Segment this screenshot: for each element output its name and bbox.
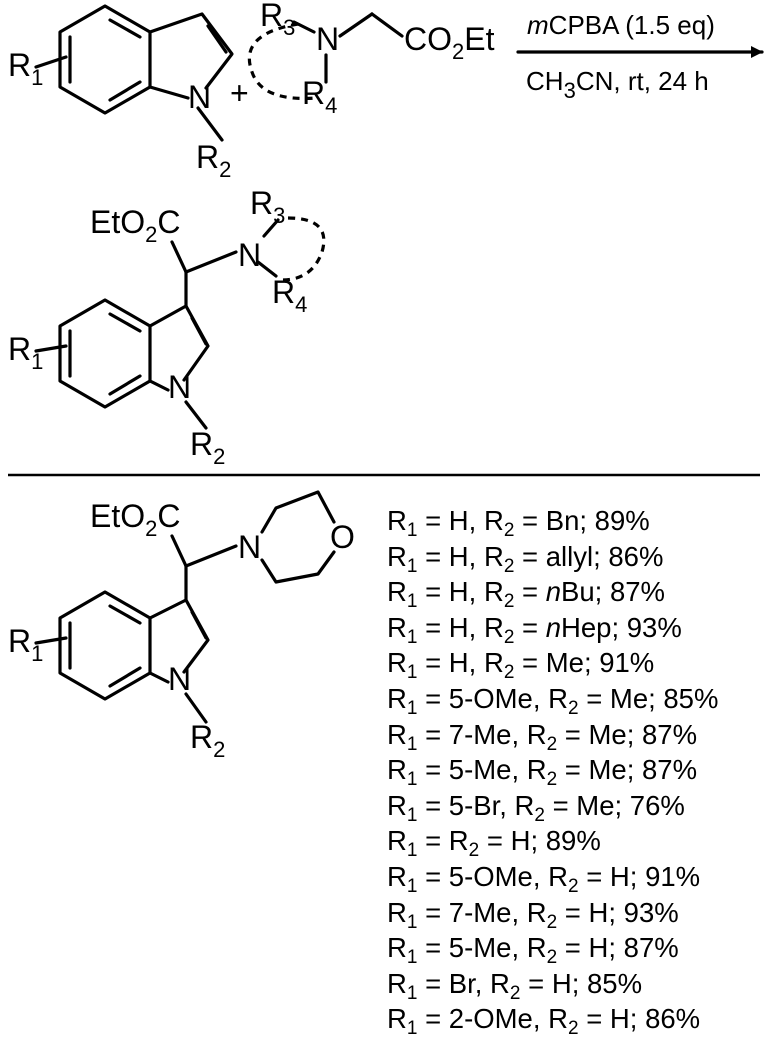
morpholine-nitrogen: N bbox=[238, 529, 261, 565]
yield-row: R1 = H, R2 = nHep; 93% bbox=[387, 611, 682, 648]
product-r1-label: R1 bbox=[8, 331, 43, 374]
product-amine-nitrogen: N bbox=[238, 237, 261, 273]
starting-indole: N R1 R2 bbox=[8, 4, 234, 182]
yield-row: R1 = 2-OMe, R2 = H; 86% bbox=[387, 1003, 701, 1040]
morpholine-product: N R1 R2 EtO2C N O bbox=[8, 490, 355, 762]
r4-label: R4 bbox=[302, 75, 337, 118]
product-r3-label: R3 bbox=[250, 185, 285, 228]
r3-label: R3 bbox=[260, 0, 295, 40]
yield-row: R1 = R2 = H; 89% bbox=[387, 825, 601, 862]
yield-row: R1 = H, R2 = Me; 91% bbox=[387, 647, 655, 684]
morpholine-oxygen: O bbox=[330, 519, 355, 555]
yield-row: R1 = H, R2 = allyl; 86% bbox=[387, 540, 664, 577]
yield-row: R1 = 5-OMe, R2 = H; 91% bbox=[387, 860, 701, 897]
amine-nitrogen: N bbox=[316, 21, 339, 57]
ethyl-ester: CO2Et bbox=[404, 21, 495, 64]
yield-row: R1 = 5-Me, R2 = H; 87% bbox=[387, 932, 679, 969]
oxidant-label: mCPBA (1.5 eq) bbox=[527, 10, 715, 40]
product-ester-label: EtO2C bbox=[90, 204, 180, 247]
product-r4-label: R4 bbox=[272, 274, 307, 317]
yield-row: R1 = H, R2 = Bn; 89% bbox=[387, 505, 650, 541]
yield-row: R1 = 7-Me, R2 = Me; 87% bbox=[387, 718, 698, 755]
amino-ester: R3 N R4 CO2Et bbox=[247, 0, 495, 118]
solvent-conditions: CH3CN, rt, 24 h bbox=[526, 66, 709, 103]
r2-label: R2 bbox=[196, 139, 231, 182]
yield-row: R1 = H, R2 = nBu; 87% bbox=[387, 576, 665, 613]
general-product: N R1 R2 EtO2C N R3 R4 bbox=[8, 185, 326, 469]
plus-sign: + bbox=[230, 75, 249, 111]
yield-row: R1 = 5-OMe, R2 = Me; 85% bbox=[387, 682, 719, 719]
morpholine-r2-label: R2 bbox=[190, 719, 225, 762]
yield-row: R1 = 5-Me, R2 = Me; 87% bbox=[387, 754, 698, 791]
yields-list: R1 = H, R2 = Bn; 89% R1 = H, R2 = allyl;… bbox=[387, 503, 767, 1040]
yield-row: R1 = Br, R2 = H; 85% bbox=[387, 967, 643, 1004]
morpholine-ester-label: EtO2C bbox=[90, 498, 180, 541]
product-indole-nitrogen: N bbox=[168, 369, 191, 405]
indole-nitrogen: N bbox=[188, 79, 211, 115]
morpholine-r1-label: R1 bbox=[8, 623, 43, 666]
morpholine-indole-nitrogen: N bbox=[168, 661, 191, 697]
yield-row: R1 = 7-Me, R2 = H; 93% bbox=[387, 896, 679, 933]
product-r2-label: R2 bbox=[190, 426, 225, 469]
r1-label: R1 bbox=[8, 47, 43, 90]
yield-row: R1 = 5-Br, R2 = Me; 76% bbox=[387, 789, 685, 826]
